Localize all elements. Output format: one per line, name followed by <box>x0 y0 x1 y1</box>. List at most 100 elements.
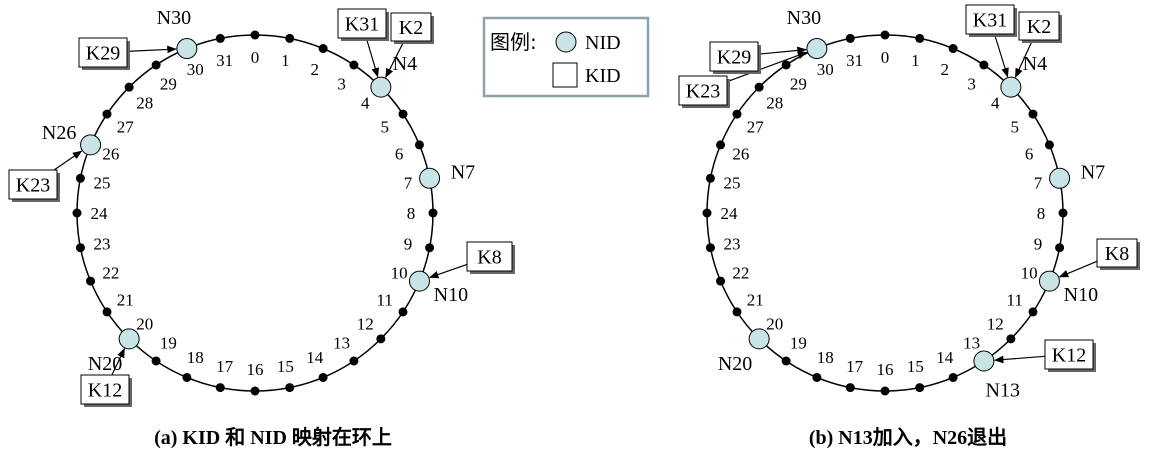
position-dot-29 <box>151 60 161 70</box>
caption-a: (a) KID 和 NID 映射在环上 <box>154 425 392 449</box>
position-label-22: 22 <box>102 264 119 283</box>
position-dot-8 <box>1058 208 1068 218</box>
position-label-13: 13 <box>333 334 350 353</box>
key-label-K8: K8 <box>477 247 501 269</box>
position-label-14: 14 <box>936 348 954 367</box>
position-dot-27 <box>102 109 112 119</box>
key-box-K12 <box>1044 339 1094 370</box>
position-label-3: 3 <box>337 74 346 93</box>
position-dot-1 <box>285 33 295 43</box>
position-dots <box>72 30 438 396</box>
node-N4 <box>1000 76 1022 98</box>
position-label-31: 31 <box>216 51 233 70</box>
position-label-6: 6 <box>1025 144 1034 163</box>
position-dot-31 <box>845 33 855 43</box>
key-arrow-K31 <box>365 37 379 78</box>
position-label-30: 30 <box>187 60 204 79</box>
node-label-N13: N13 <box>986 379 1020 401</box>
legend-title: 图例: <box>490 30 537 54</box>
key-label-K31: K31 <box>973 10 1007 32</box>
node-N30 <box>176 38 198 60</box>
position-label-14: 14 <box>306 348 324 367</box>
position-dot-22 <box>86 276 96 286</box>
position-label-10: 10 <box>391 264 408 283</box>
position-dot-15 <box>285 383 295 393</box>
node-N10 <box>408 270 430 292</box>
position-dot-17 <box>215 383 225 393</box>
position-label-2: 2 <box>310 60 319 79</box>
key-arrow-K8 <box>428 263 468 279</box>
key-arrow-K23 <box>726 51 808 83</box>
position-label-1: 1 <box>911 51 920 70</box>
position-dot-18 <box>812 372 822 382</box>
position-label-11: 11 <box>1007 291 1023 310</box>
node-N7 <box>419 167 441 189</box>
position-label-23: 23 <box>93 234 110 253</box>
position-dot-8 <box>428 208 438 218</box>
position-label-9: 9 <box>1034 234 1043 253</box>
key-box-K23 <box>678 75 728 106</box>
key-arrow-K12 <box>111 347 125 376</box>
position-label-7: 7 <box>1034 174 1043 193</box>
key-label-K29: K29 <box>86 43 120 65</box>
position-dot-6 <box>414 140 424 150</box>
key-box-K29 <box>709 41 759 72</box>
position-label-19: 19 <box>790 334 807 353</box>
key-label-K23: K23 <box>16 175 50 197</box>
position-dot-25 <box>705 173 715 183</box>
position-label-5: 5 <box>1010 117 1019 136</box>
node-label-N20: N20 <box>88 353 122 375</box>
position-dot-0 <box>250 30 260 40</box>
position-label-8: 8 <box>407 204 416 223</box>
position-label-19: 19 <box>160 334 177 353</box>
position-label-27: 27 <box>117 117 135 136</box>
position-label-22: 22 <box>732 264 749 283</box>
position-label-1: 1 <box>281 51 290 70</box>
position-label-26: 26 <box>732 144 749 163</box>
position-label-20: 20 <box>766 314 783 333</box>
position-label-24: 24 <box>91 204 109 223</box>
position-label-16: 16 <box>247 360 264 379</box>
node-N13 <box>973 350 995 372</box>
position-label-18: 18 <box>187 348 204 367</box>
key-arrow-K2 <box>1014 39 1034 79</box>
position-dot-17 <box>845 383 855 393</box>
key-label-K8: K8 <box>1105 243 1129 265</box>
node-N26 <box>80 134 102 156</box>
position-dot-0 <box>880 30 890 40</box>
position-dot-14 <box>948 372 958 382</box>
position-dot-23 <box>705 243 715 253</box>
position-label-17: 17 <box>216 357 234 376</box>
caption-b: (b) N13加入，N26退出 <box>809 426 1007 449</box>
position-label-25: 25 <box>723 174 740 193</box>
position-label-29: 29 <box>160 74 177 93</box>
position-dot-9 <box>425 243 435 253</box>
position-label-2: 2 <box>940 60 949 79</box>
key-label-K2: K2 <box>1027 16 1051 38</box>
position-dot-16 <box>880 386 890 396</box>
position-label-18: 18 <box>817 348 834 367</box>
position-label-21: 21 <box>117 291 134 310</box>
key-label-K2: K2 <box>399 17 423 39</box>
position-dot-26 <box>716 140 726 150</box>
position-label-13: 13 <box>963 334 980 353</box>
node-label-N7: N7 <box>451 162 475 184</box>
node-label-N7: N7 <box>1081 162 1105 184</box>
key-label-K29: K29 <box>717 47 751 69</box>
position-label-6: 6 <box>395 144 404 163</box>
key-label-K12: K12 <box>1052 345 1086 367</box>
node-label-N26: N26 <box>42 122 76 144</box>
position-dot-29 <box>781 60 791 70</box>
key-box-K23 <box>8 169 58 200</box>
position-dot-21 <box>102 307 112 317</box>
position-label-12: 12 <box>357 314 374 333</box>
key-box-K31 <box>337 8 387 39</box>
